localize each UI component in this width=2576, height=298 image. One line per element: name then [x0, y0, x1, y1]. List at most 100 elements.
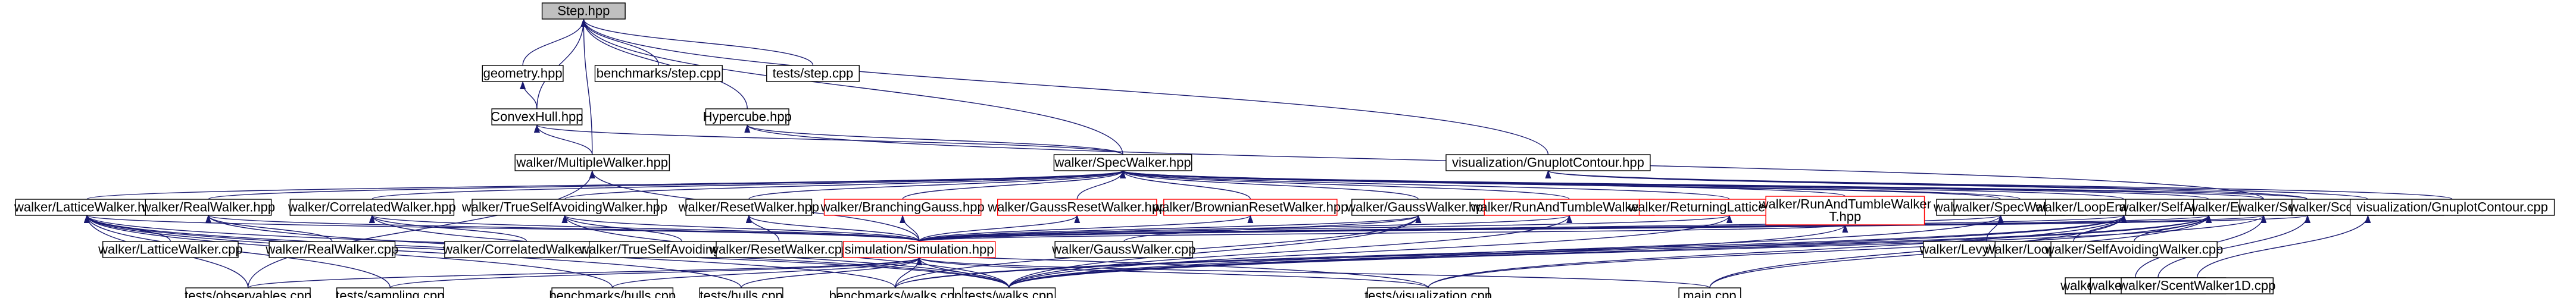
node-box-gauss	[1351, 199, 1485, 216]
edge-bench_hulls-to-simulation	[612, 257, 922, 288]
edge-truesaw-to-spec	[564, 170, 1126, 200]
node-box-runtumblet	[1765, 196, 1925, 225]
node-gnuplot[interactable]: visualization/GnuplotContour.hpp	[1445, 154, 1651, 171]
node-gnuplot_cpp[interactable]: visualization/GnuplotContour.cpp	[2349, 199, 2555, 216]
node-reset[interactable]: walker/ResetWalker.hpp	[678, 199, 819, 216]
edge-tests_hulls-to-simulation	[741, 257, 922, 288]
node-reset_cpp[interactable]: walker/ResetWalker.cpp	[708, 241, 849, 258]
node-real[interactable]: walker/RealWalker.hpp	[141, 199, 275, 216]
edge-correlated-to-spec	[371, 170, 1126, 200]
node-label-correlated_cpp: walker/CorrelatedWalker.cpp	[442, 242, 610, 257]
node-tests_step[interactable]: tests/step.cpp	[766, 65, 860, 82]
node-box-brownreset	[1163, 199, 1338, 216]
edge-main-to-looperased	[1709, 215, 2127, 288]
edge-bench_walks-to-looperased	[895, 215, 2127, 288]
node-label-runtumblet-2: T.hpp	[1829, 209, 1861, 224]
edge-tests_walks-to-runtumblet	[1008, 224, 1848, 288]
node-label-real: walker/RealWalker.hpp	[141, 200, 275, 215]
node-step: Step.hpp	[541, 2, 626, 20]
node-box-branching	[823, 199, 982, 216]
edge-multiple-to-step	[580, 18, 593, 155]
node-box-truesaw	[472, 199, 658, 216]
node-label-reset_cpp: walker/ResetWalker.cpp	[708, 242, 849, 257]
edge-simulation-to-gauss	[919, 215, 1421, 242]
node-correlated[interactable]: walker/CorrelatedWalker.hpp	[288, 199, 456, 216]
node-box-correlated	[289, 199, 455, 216]
node-bench_walks[interactable]: benchmarks/walks.cpp	[829, 287, 962, 298]
edge-tests_obs-to-multiple	[247, 170, 595, 288]
edge-spec-to-hypercube	[744, 124, 1123, 155]
node-label-hypercube: Hypercube.hpp	[703, 109, 792, 124]
edge-tests_walks-to-gauss	[1008, 215, 1422, 288]
node-hypercube[interactable]: Hypercube.hpp	[703, 108, 792, 126]
node-truesaw[interactable]: walker/TrueSelfAvoidingWalker.hpp	[461, 199, 667, 216]
node-label-multiple: walker/MultipleWalker.hpp	[516, 155, 668, 170]
edge-bench_step-to-step	[580, 18, 660, 66]
node-box-tests_vis	[1367, 287, 1490, 298]
node-tests_hulls[interactable]: tests/hulls.cpp	[699, 287, 783, 298]
node-box-bench_step	[594, 65, 723, 82]
edge-simulation-to-runtumble	[919, 215, 1572, 242]
node-label-runtumble: walker/RunAndTumbleWalker.hpp	[1470, 200, 1668, 215]
edge-truesaw_cpp-to-truesaw	[561, 215, 683, 242]
node-box-gaussreset	[997, 199, 1157, 216]
node-bench_hulls[interactable]: benchmarks/hulls.cpp	[549, 287, 676, 298]
node-box-bench_walks	[836, 287, 954, 298]
edge-simulation-to-brownreset	[919, 215, 1253, 242]
node-lattice_cpp[interactable]: walker/LatticeWalker.cpp	[98, 241, 243, 258]
node-box-spec	[1053, 154, 1192, 171]
node-tests_obs[interactable]: tests/observables.cpp	[185, 287, 311, 298]
node-label-tests_walks: tests/walks.cpp	[964, 288, 1053, 298]
node-gauss[interactable]: walker/GaussWalker.hpp	[1345, 199, 1491, 216]
edge-gnuplot_cpp-to-gnuplot	[1545, 170, 2453, 200]
node-tests_sampling[interactable]: tests/sampling.cpp	[336, 287, 445, 298]
node-lattice[interactable]: walker/LatticeWalker.hpp	[14, 199, 160, 216]
node-tests_walks[interactable]: tests/walks.cpp	[962, 287, 1056, 298]
edge-tests_walks-to-runtumble	[1008, 215, 1572, 288]
node-box-scent1d_cpp	[2121, 277, 2274, 294]
node-label-bench_walks: benchmarks/walks.cpp	[829, 288, 962, 298]
node-gauss_cpp[interactable]: walker/GaussWalker.cpp	[1051, 241, 1195, 258]
node-gaussreset[interactable]: walker/GaussResetWalker.hpp	[987, 199, 1166, 216]
node-box-gauss_cpp	[1054, 241, 1194, 258]
node-spec[interactable]: walker/SpecWalker.hpp	[1053, 154, 1192, 171]
node-simulation[interactable]: simulation/Simulation.hpp	[842, 241, 996, 258]
node-label-reset: walker/ResetWalker.hpp	[678, 200, 819, 215]
edge-spec-to-step	[580, 18, 1123, 155]
node-label-lattice: walker/LatticeWalker.hpp	[14, 200, 160, 215]
edge-tests_step-to-step	[580, 18, 814, 66]
node-convexhull[interactable]: ConvexHull.hpp	[491, 108, 583, 126]
node-bench_step[interactable]: benchmarks/step.cpp	[594, 65, 723, 82]
edge-gauss-to-spec	[1120, 170, 1419, 200]
node-runtumble[interactable]: walker/RunAndTumbleWalker.hpp	[1470, 199, 1668, 216]
edge-simulation-to-returning	[919, 215, 1732, 242]
edge-gnuplot-to-step	[580, 18, 1549, 155]
node-label-correlated: walker/CorrelatedWalker.hpp	[288, 200, 456, 215]
node-box-real_cpp	[268, 241, 396, 258]
node-main[interactable]: main.cpp	[1678, 287, 1741, 298]
node-geometry[interactable]: geometry.hpp	[482, 65, 564, 82]
node-scent1d_cpp[interactable]: walker/ScentWalker1D.cpp	[2118, 277, 2275, 294]
edge-simulation-to-scent	[919, 215, 2310, 242]
node-label-tests_hulls: tests/hulls.cpp	[700, 288, 782, 298]
edge-runtumble-to-spec	[1120, 170, 1570, 200]
node-box-gnuplot	[1445, 154, 1651, 171]
node-brownreset[interactable]: walker/BrownianResetWalker.hpp	[1152, 199, 1348, 216]
node-label-tests_vis: tests/visualization.cpp	[1365, 288, 1492, 298]
node-label-step: Step.hpp	[557, 4, 610, 18]
node-correlated_cpp[interactable]: walker/CorrelatedWalker.cpp	[442, 241, 610, 258]
edge-geometry-to-step	[522, 18, 587, 66]
edge-reset_cpp-to-reset	[745, 215, 780, 242]
edge-scent1d_cpp-to-scent1d	[2196, 215, 2371, 278]
node-real_cpp[interactable]: walker/RealWalker.cpp	[265, 241, 398, 258]
node-label-gauss_cpp: walker/GaussWalker.cpp	[1051, 242, 1195, 257]
node-label-gnuplot: visualization/GnuplotContour.hpp	[1452, 155, 1644, 170]
node-box-runtumble	[1484, 199, 1655, 216]
node-tests_vis[interactable]: tests/visualization.cpp	[1365, 287, 1492, 298]
node-saw_cpp[interactable]: walker/SelfAvoidingWalker.cpp	[2044, 241, 2224, 258]
edge-convexhull-to-step	[536, 18, 587, 109]
node-label-tests_step: tests/step.cpp	[773, 66, 854, 81]
node-branching[interactable]: walker/BranchingGauss.hpp	[820, 199, 985, 216]
node-multiple[interactable]: walker/MultipleWalker.hpp	[514, 154, 670, 171]
